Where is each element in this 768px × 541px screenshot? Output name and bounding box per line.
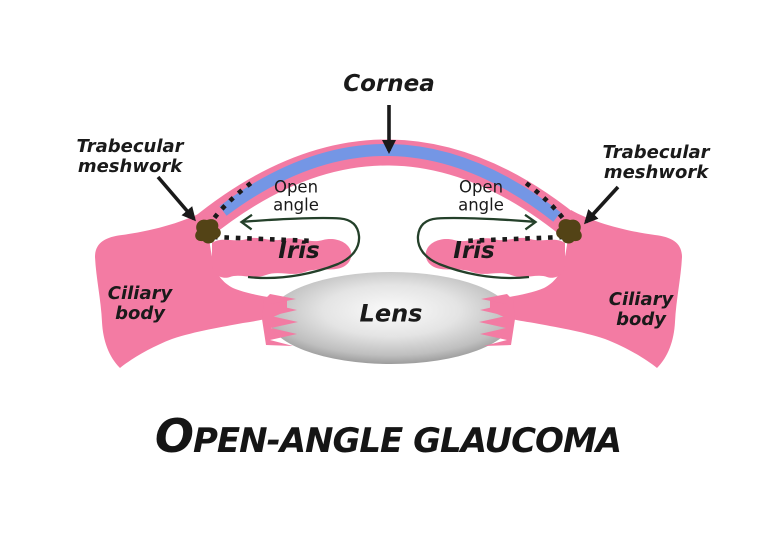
open-angle-dotted-line-iris-left <box>212 234 315 244</box>
iris-left-shape <box>212 237 352 278</box>
zonule-fibers-left <box>262 294 298 346</box>
lens-label: Lens <box>359 299 423 328</box>
ciliary-body-left-shape <box>95 210 287 368</box>
iris-label-right: Iris <box>453 238 495 265</box>
aqueous-flow-arrow-left <box>241 216 361 280</box>
trabecular-meshwork-left-shape <box>195 219 221 244</box>
ciliary-body-label-right: Ciliary body <box>608 288 674 330</box>
trabecular-pointer-arrow-left <box>156 175 196 222</box>
eye-left-half <box>95 181 361 368</box>
trabecular-meshwork-label-left: Trabecular meshwork <box>76 135 184 177</box>
trabecular-pointer-arrow-right <box>583 185 620 225</box>
lens-shape <box>269 272 513 364</box>
aqueous-flow-arrowhead-left <box>239 213 253 231</box>
open-angle-label-right: Open angle <box>458 177 504 215</box>
cornea-label: Cornea <box>343 71 435 98</box>
iris-label-left: Iris <box>278 238 320 265</box>
open-angle-label-left: Open angle <box>273 177 319 215</box>
diagram-title: OPEN-ANGLE GLAUCOMA <box>154 409 622 463</box>
ciliary-body-label-left: Ciliary body <box>107 282 173 324</box>
trabecular-meshwork-label-right: Trabecular meshwork <box>602 141 710 183</box>
